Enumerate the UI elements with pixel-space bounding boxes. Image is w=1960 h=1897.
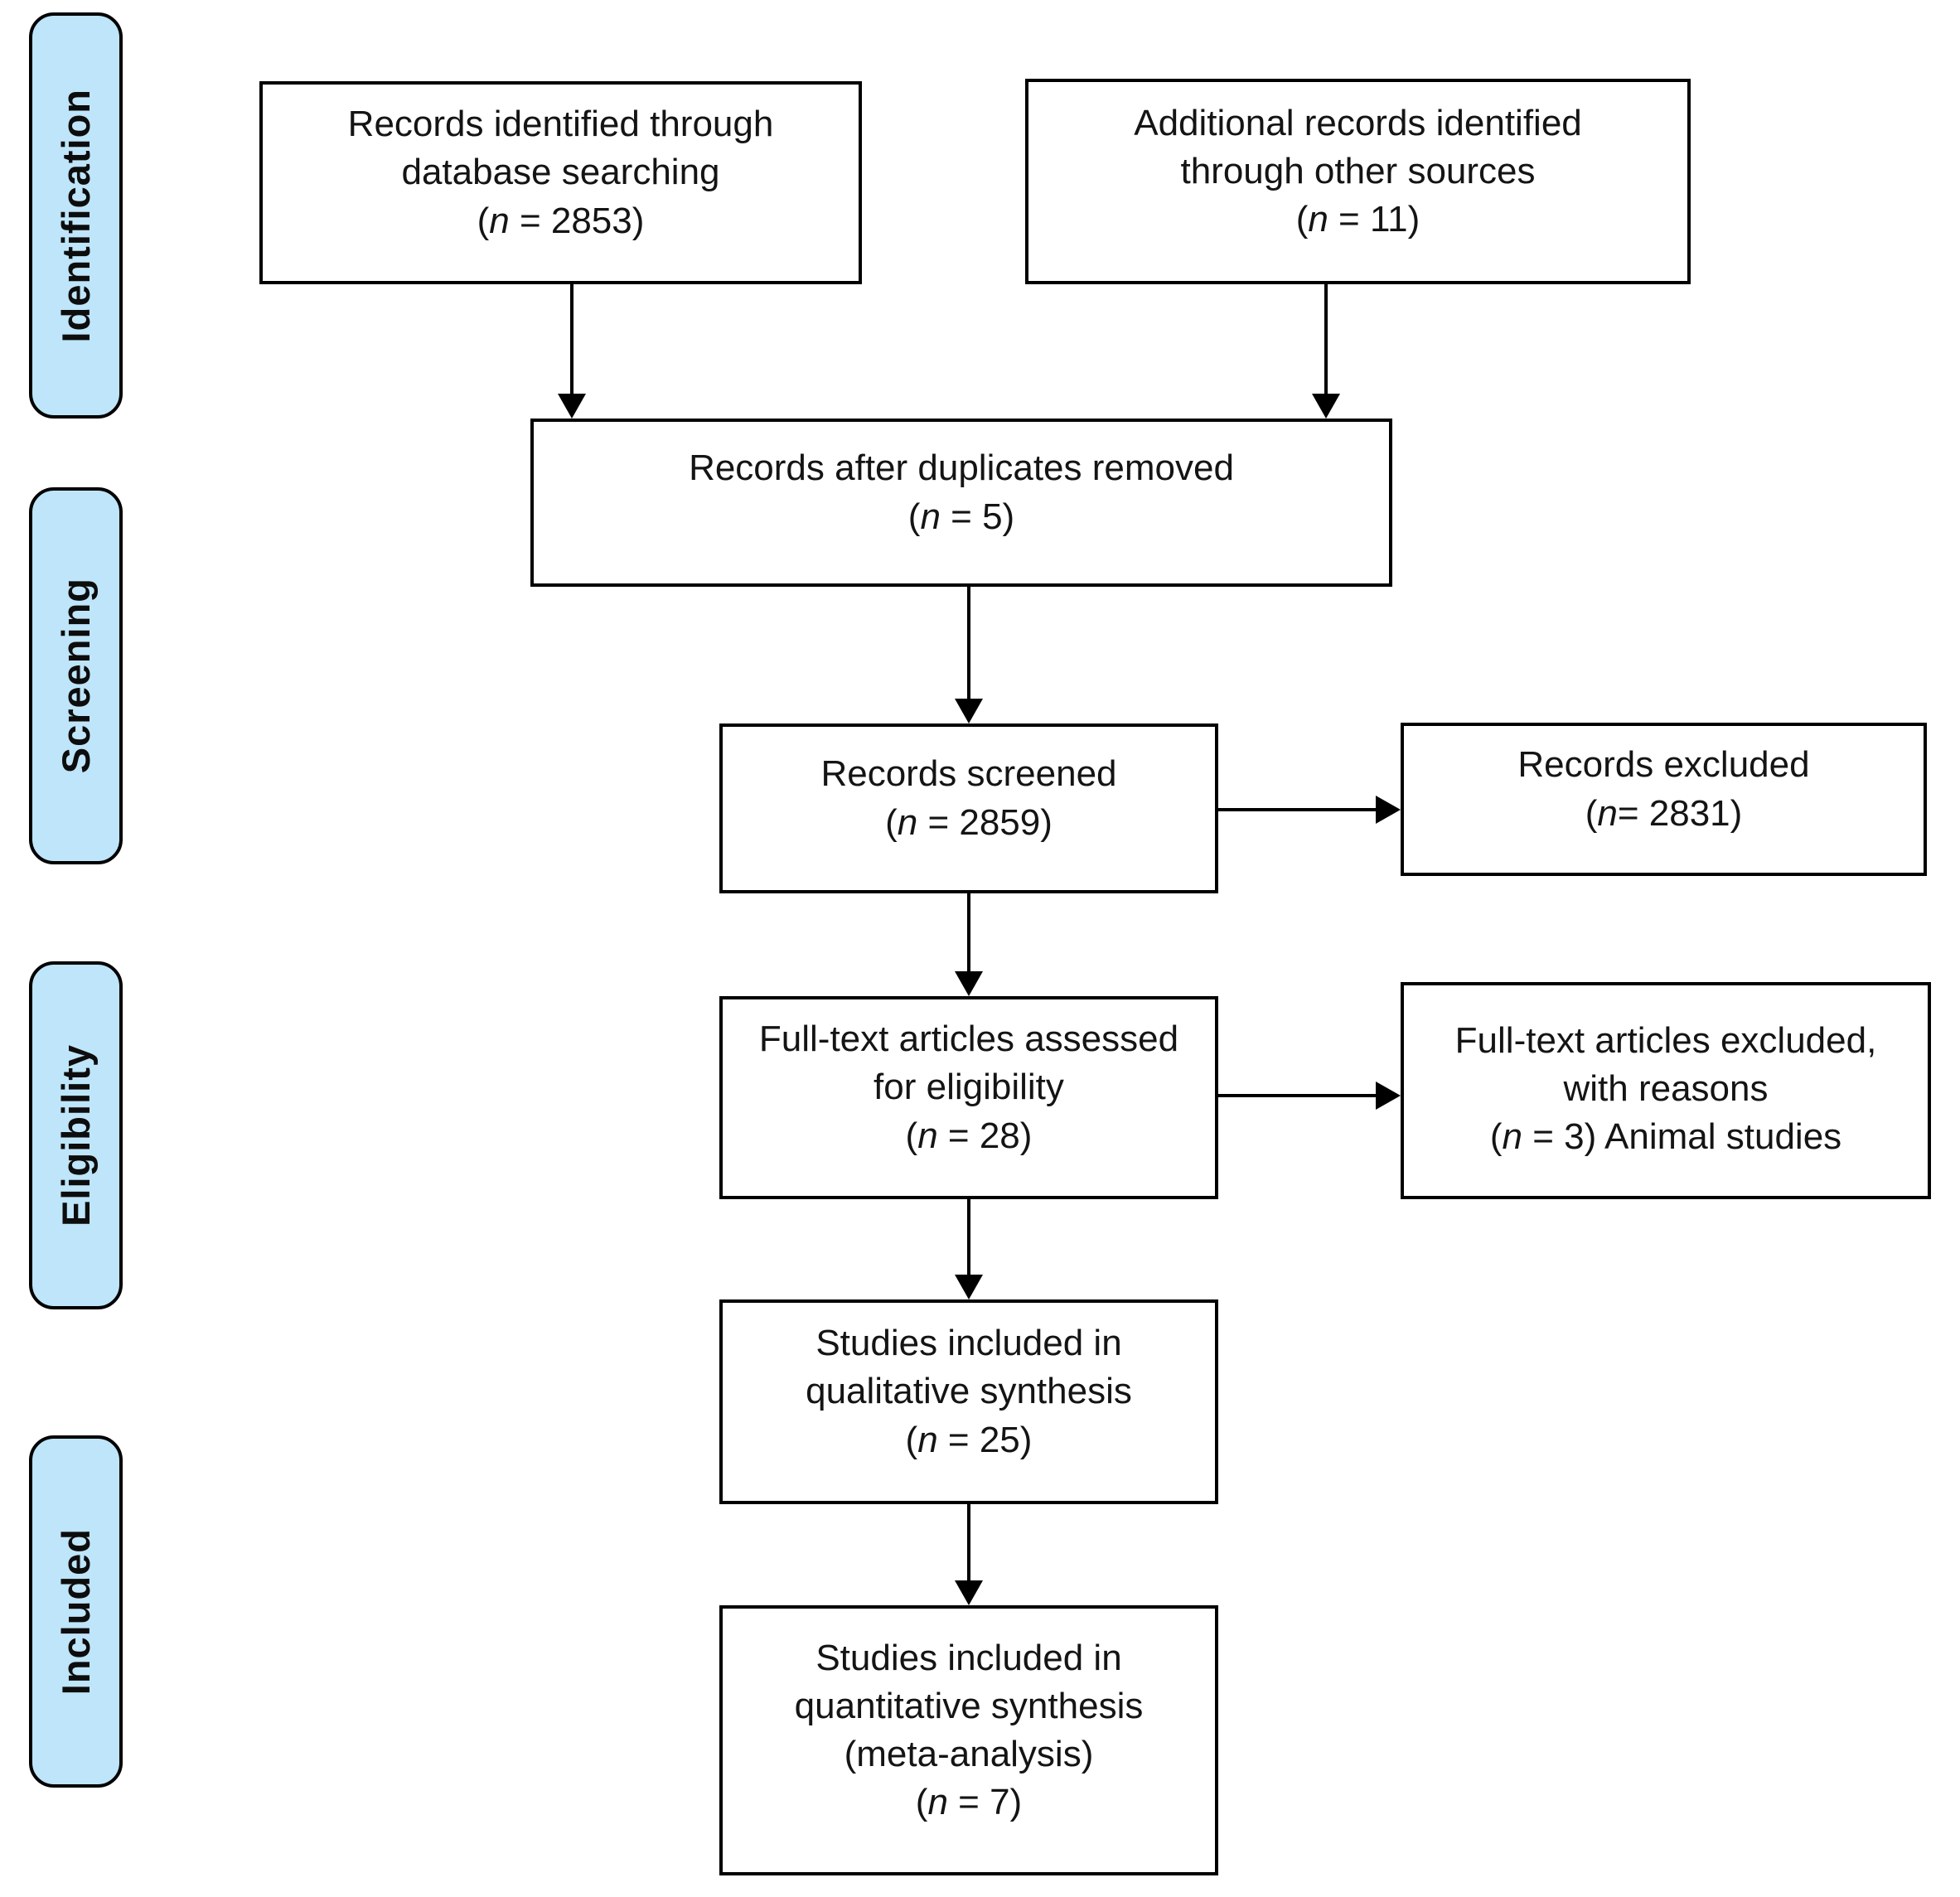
box-additional-records: Additional records identified through ot…	[1025, 79, 1691, 284]
stage-eligibility: Eligibility	[29, 961, 123, 1309]
box-quantitative-synthesis-count: (n = 7)	[915, 1782, 1023, 1823]
box-duplicates-removed: Records after duplicates removed (n = 5)	[530, 419, 1392, 587]
box-fulltext-excluded-count: (n = 3) Animal studies	[1489, 1116, 1842, 1158]
box-records-identified: Records identified through database sear…	[259, 81, 862, 284]
stage-included: Included	[29, 1435, 123, 1788]
box-fulltext-excluded-text: Full-text articles excluded, with reason…	[1454, 1019, 1877, 1109]
box-records-identified-text: Records identified through database sear…	[347, 104, 774, 193]
box-records-screened-count: (n = 2859)	[885, 801, 1053, 843]
stage-screening: Screening	[29, 487, 123, 864]
box-records-excluded-text: Records excluded	[1517, 744, 1810, 786]
box-duplicates-removed-text: Records after duplicates removed	[689, 448, 1234, 489]
stage-eligibility-label: Eligibility	[54, 1044, 98, 1227]
stage-identification: Identification	[29, 12, 123, 419]
box-additional-records-text: Additional records identified through ot…	[1134, 102, 1582, 191]
box-records-excluded: Records excluded (n= 2831)	[1401, 723, 1927, 876]
box-fulltext-excluded: Full-text articles excluded, with reason…	[1401, 982, 1931, 1199]
box-fulltext-assessed-text: Full-text articles assessed for eligibil…	[758, 1019, 1179, 1108]
box-quantitative-synthesis: Studies included in quantitative synthes…	[719, 1605, 1218, 1875]
stage-screening-label: Screening	[54, 578, 98, 774]
box-fulltext-assessed: Full-text articles assessed for eligibil…	[719, 996, 1218, 1199]
box-records-excluded-count: (n= 2831)	[1585, 792, 1743, 834]
box-additional-records-count: (n = 11)	[1295, 199, 1420, 240]
box-fulltext-assessed-count: (n = 28)	[905, 1115, 1033, 1156]
box-qualitative-synthesis-count: (n = 25)	[905, 1419, 1033, 1460]
box-quantitative-synthesis-text: Studies included in quantitative synthes…	[794, 1637, 1144, 1774]
box-qualitative-synthesis: Studies included in qualitative synthesi…	[719, 1299, 1218, 1504]
box-records-screened: Records screened (n = 2859)	[719, 723, 1218, 893]
stage-included-label: Included	[54, 1527, 98, 1696]
box-duplicates-removed-count: (n = 5)	[907, 496, 1015, 537]
box-records-screened-text: Records screened	[820, 753, 1117, 795]
stage-identification-label: Identification	[54, 88, 98, 343]
box-records-identified-count: (n = 2853)	[477, 200, 645, 241]
box-qualitative-synthesis-text: Studies included in qualitative synthesi…	[806, 1323, 1132, 1412]
